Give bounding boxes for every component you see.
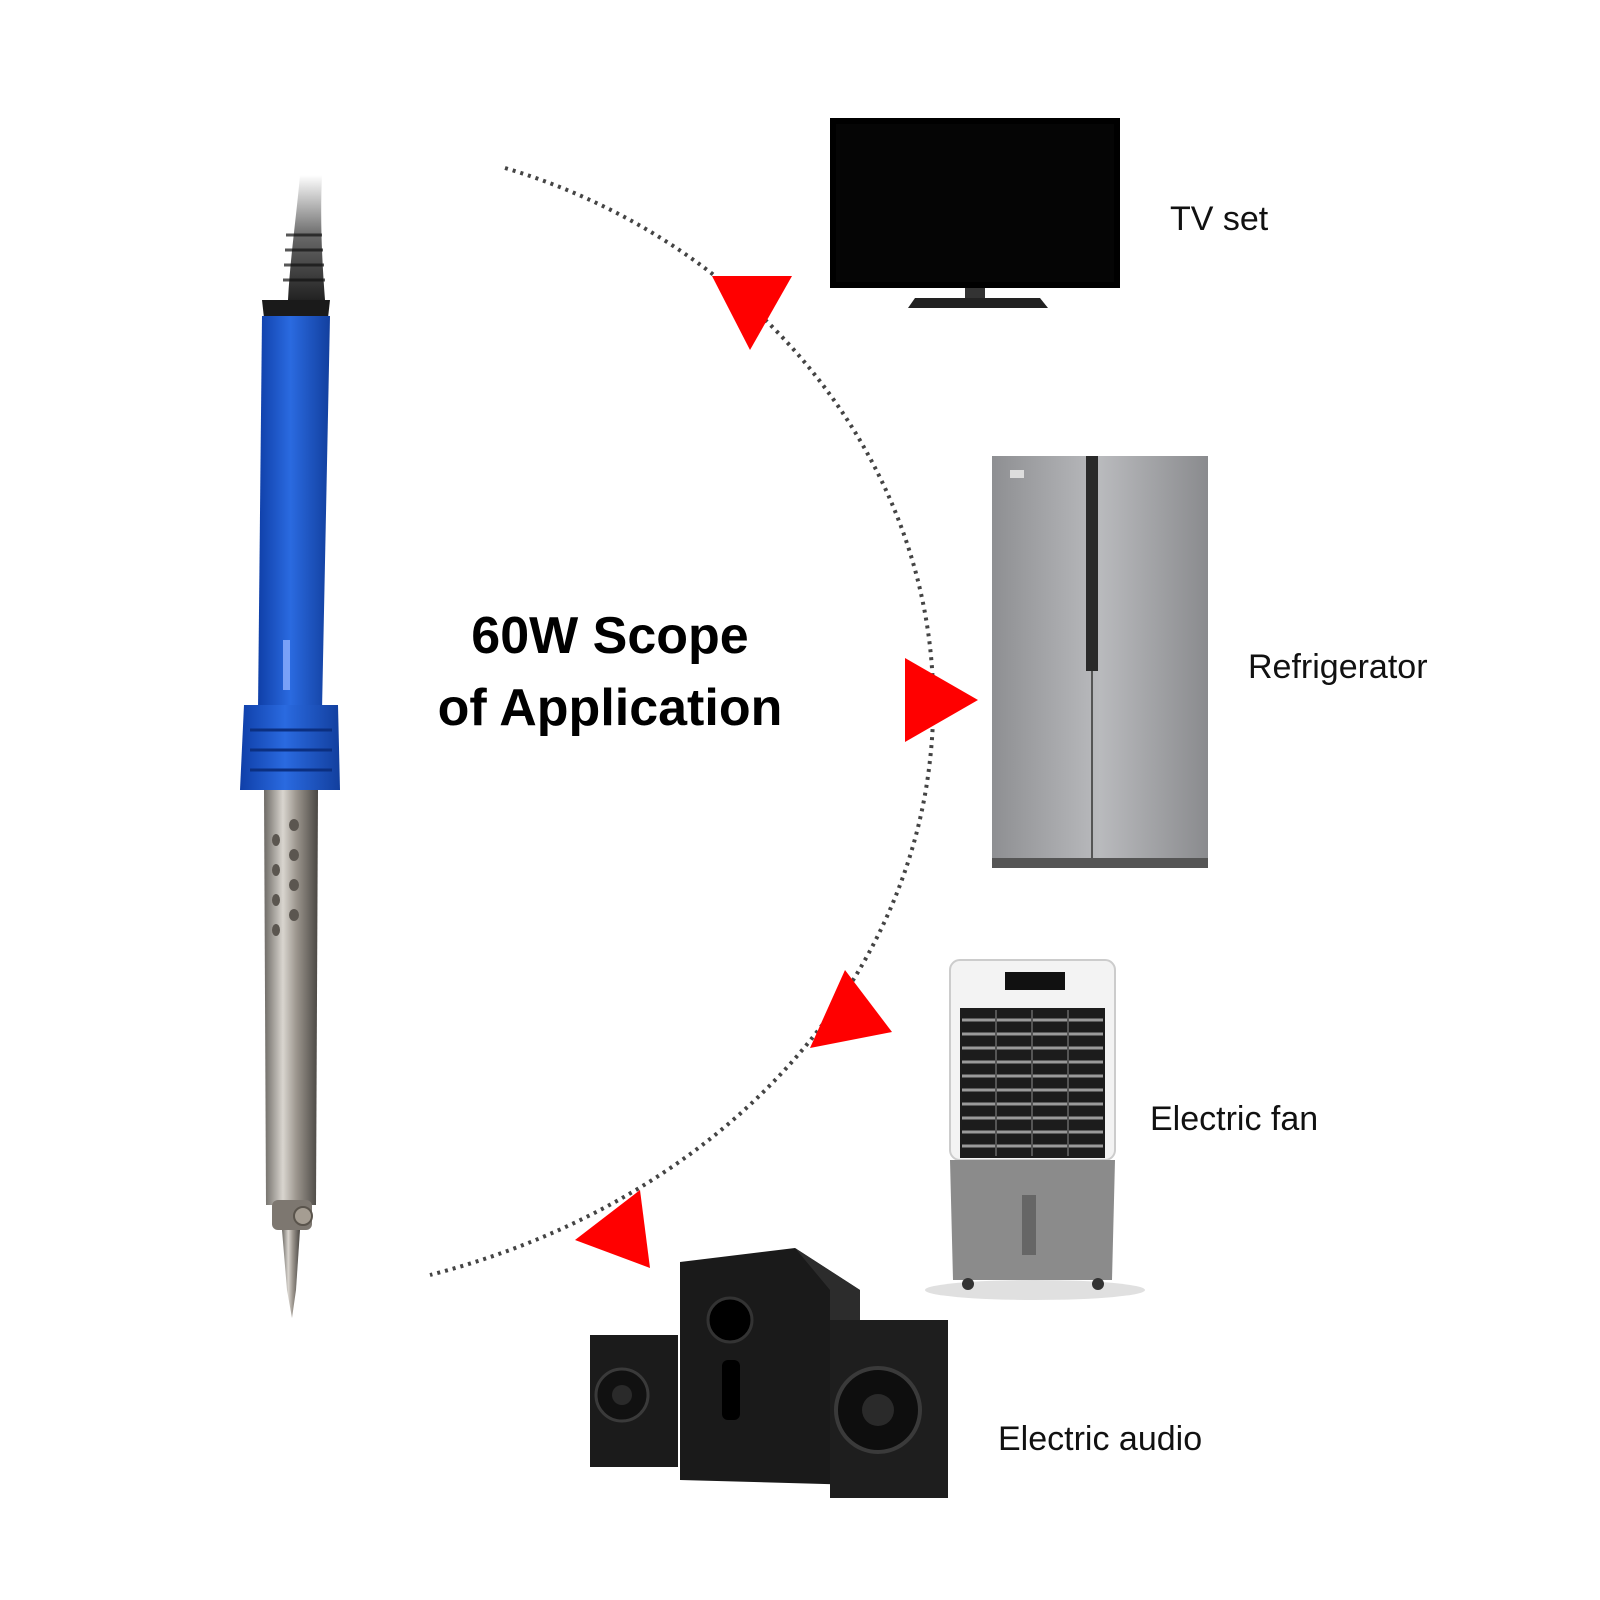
electric-fan-icon xyxy=(925,959,1145,1300)
label-electric-fan: Electric fan xyxy=(1150,1100,1319,1138)
soldering-iron-icon xyxy=(240,175,340,1318)
page-title: 60W Scope of Application xyxy=(410,600,810,744)
title-line-2: of Application xyxy=(437,679,783,737)
label-refrigerator: Refrigerator xyxy=(1248,648,1428,686)
speaker-set-icon xyxy=(590,1248,948,1498)
refrigerator-icon xyxy=(992,456,1208,868)
arrow-to-fan-icon xyxy=(810,970,892,1048)
arrow-to-audio-icon xyxy=(575,1190,650,1268)
label-tv-set: TV set xyxy=(1170,200,1269,238)
arrow-to-refrigerator-icon xyxy=(905,658,978,742)
label-electric-audio: Electric audio xyxy=(998,1420,1203,1458)
arrow-to-tv-icon xyxy=(712,276,792,350)
title-line-1: 60W Scope xyxy=(471,607,749,665)
tv-icon xyxy=(830,118,1120,308)
